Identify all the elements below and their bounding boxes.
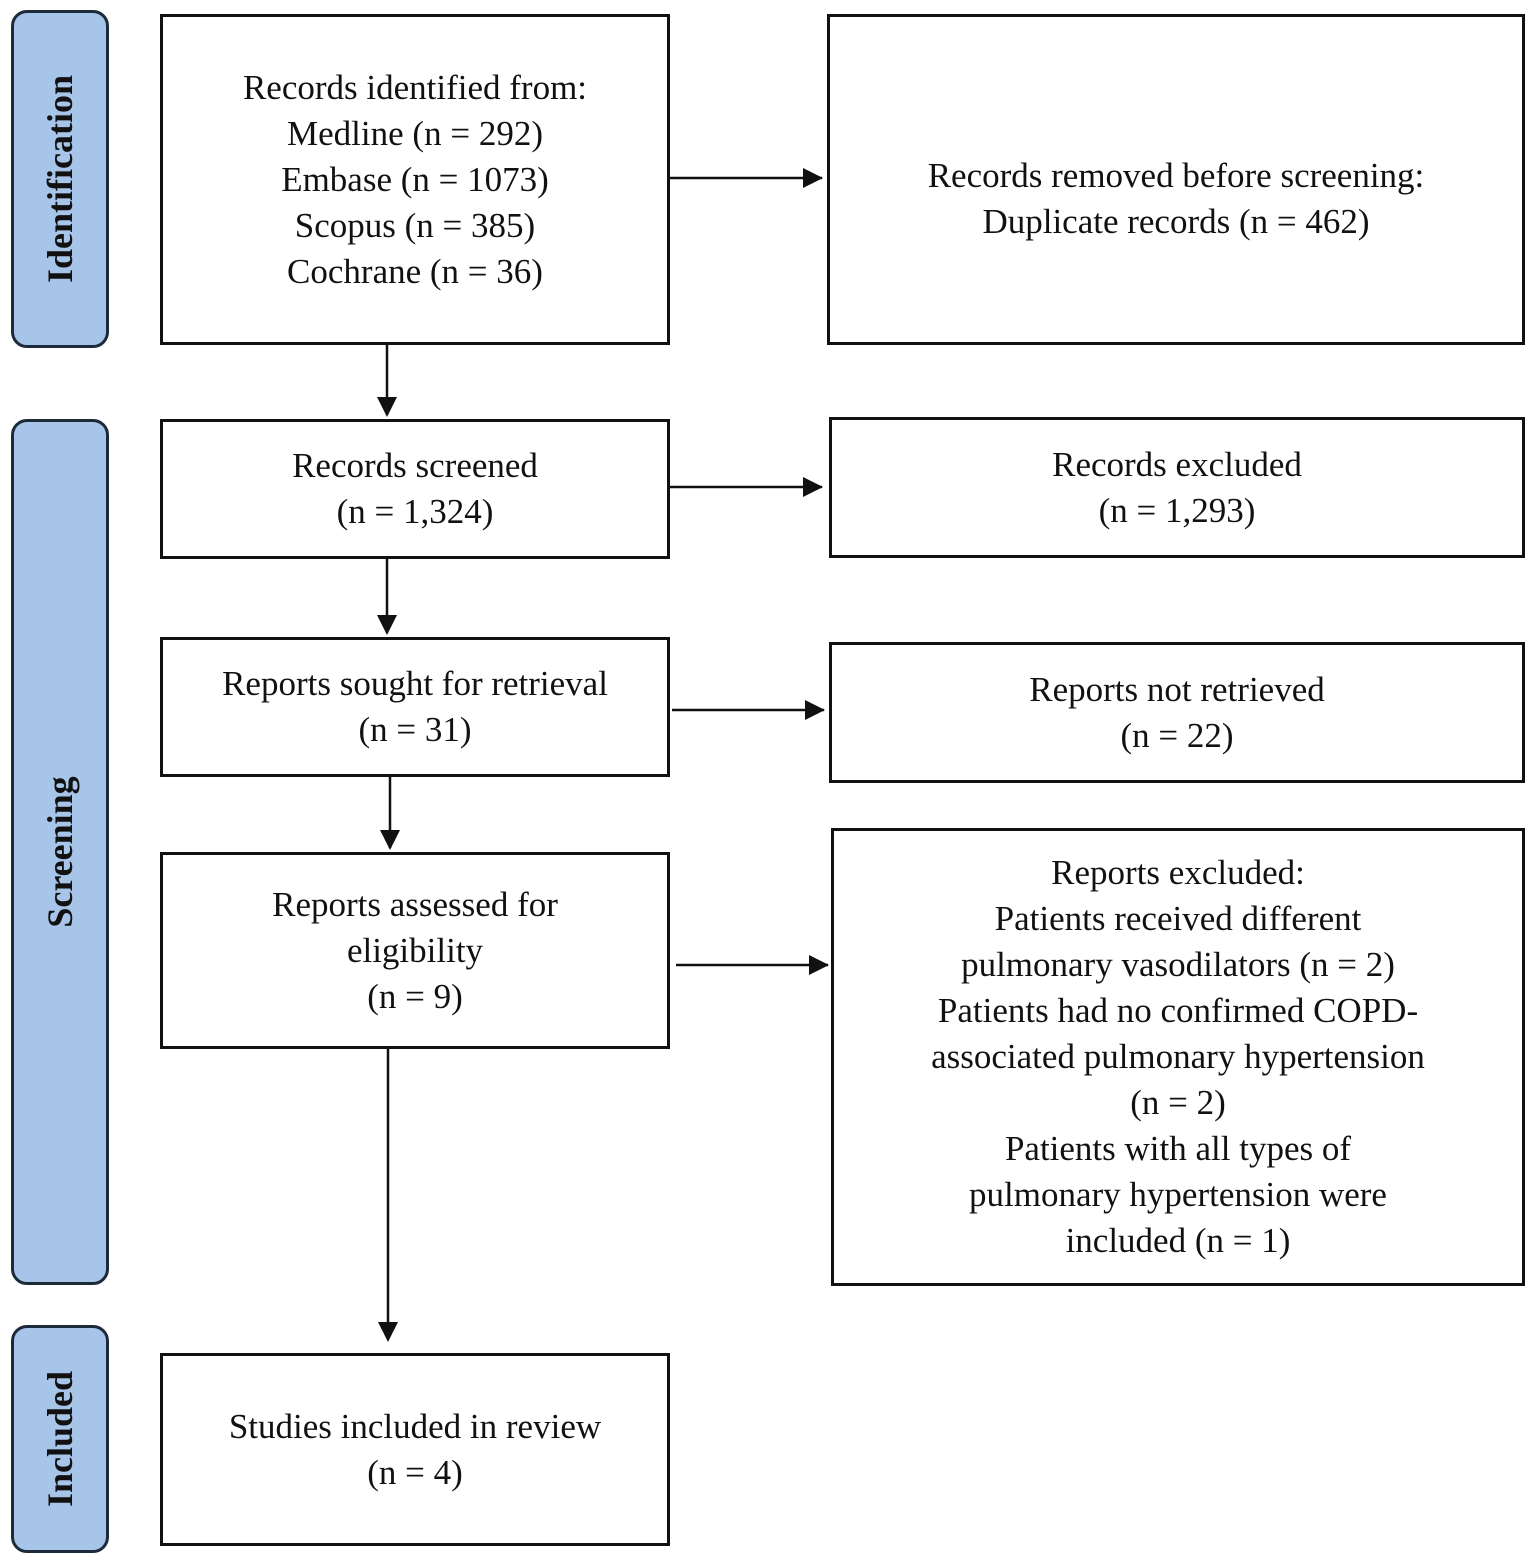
box-line: (n = 22): [1120, 715, 1234, 755]
box-line: (n = 9): [367, 976, 463, 1016]
box-line: Records screened: [292, 446, 538, 485]
arrowhead-right: [803, 477, 823, 497]
box-line: Patients received different: [994, 899, 1362, 938]
box-line: eligibility: [346, 930, 484, 970]
box-line: Records removed before screening:: [927, 156, 1425, 195]
box-line: Records excluded: [1052, 444, 1302, 484]
phase-screening: Screening: [11, 419, 109, 1285]
arrowhead-right: [805, 700, 825, 720]
arrowhead-right: [803, 168, 823, 188]
reports-sought-box: Reports sought for retrieval (n = 31): [160, 637, 670, 777]
box-line: (n = 2): [1130, 1083, 1226, 1122]
box-line: Reports not retrieved: [1029, 669, 1325, 709]
box-line: Reports excluded:: [1051, 853, 1305, 892]
box-line: pulmonary hypertension were: [969, 1175, 1387, 1214]
box-line: Medline (n = 292): [287, 113, 543, 153]
reports-assessed-box: Reports assessed for eligibility (n = 9): [160, 852, 670, 1049]
box-line: Reports assessed for: [272, 884, 558, 924]
box-line: pulmonary vasodilators (n = 2): [961, 945, 1395, 984]
reports-not-retrieved-box: Reports not retrieved (n = 22): [829, 642, 1525, 783]
box-line: (n = 31): [358, 710, 472, 749]
records-removed-box: Records removed before screening: Duplic…: [827, 14, 1525, 345]
box-line: (n = 1,324): [336, 492, 494, 531]
box-line: Patients had no confirmed COPD-: [937, 991, 1419, 1030]
box-line: associated pulmonary hypertension: [931, 1037, 1425, 1076]
studies-included-box: Studies included in review (n = 4): [160, 1353, 670, 1546]
box-line: Embase (n = 1073): [281, 159, 549, 199]
phase-included: Included: [11, 1325, 109, 1553]
box-line: Reports sought for retrieval: [222, 664, 608, 703]
box-line: included (n = 1): [1065, 1221, 1291, 1260]
reports-excluded-box: Reports excluded: Patients received diff…: [831, 828, 1525, 1286]
box-line: (n = 4): [367, 1452, 463, 1492]
arrowhead-down: [377, 615, 397, 635]
box-line: Scopus (n = 385): [294, 205, 536, 245]
arrowhead-down: [378, 1322, 398, 1342]
arrowhead-right: [809, 955, 829, 975]
box-line: Duplicate records (n = 462): [982, 202, 1370, 241]
records-screened-box: Records screened (n = 1,324): [160, 419, 670, 559]
box-line: Records identified from:: [242, 67, 588, 107]
box-line: Studies included in review: [228, 1406, 602, 1446]
records-excluded-box: Records excluded (n = 1,293): [829, 417, 1525, 558]
box-line: (n = 1,293): [1098, 490, 1256, 530]
phase-identification: Identification: [11, 10, 109, 348]
records-identified-box: Records identified from: Medline (n = 29…: [160, 14, 670, 345]
arrowhead-down: [377, 397, 397, 417]
arrowhead-down: [380, 830, 400, 850]
box-line: Patients with all types of: [1004, 1129, 1352, 1168]
box-line: Cochrane (n = 36): [287, 251, 543, 291]
